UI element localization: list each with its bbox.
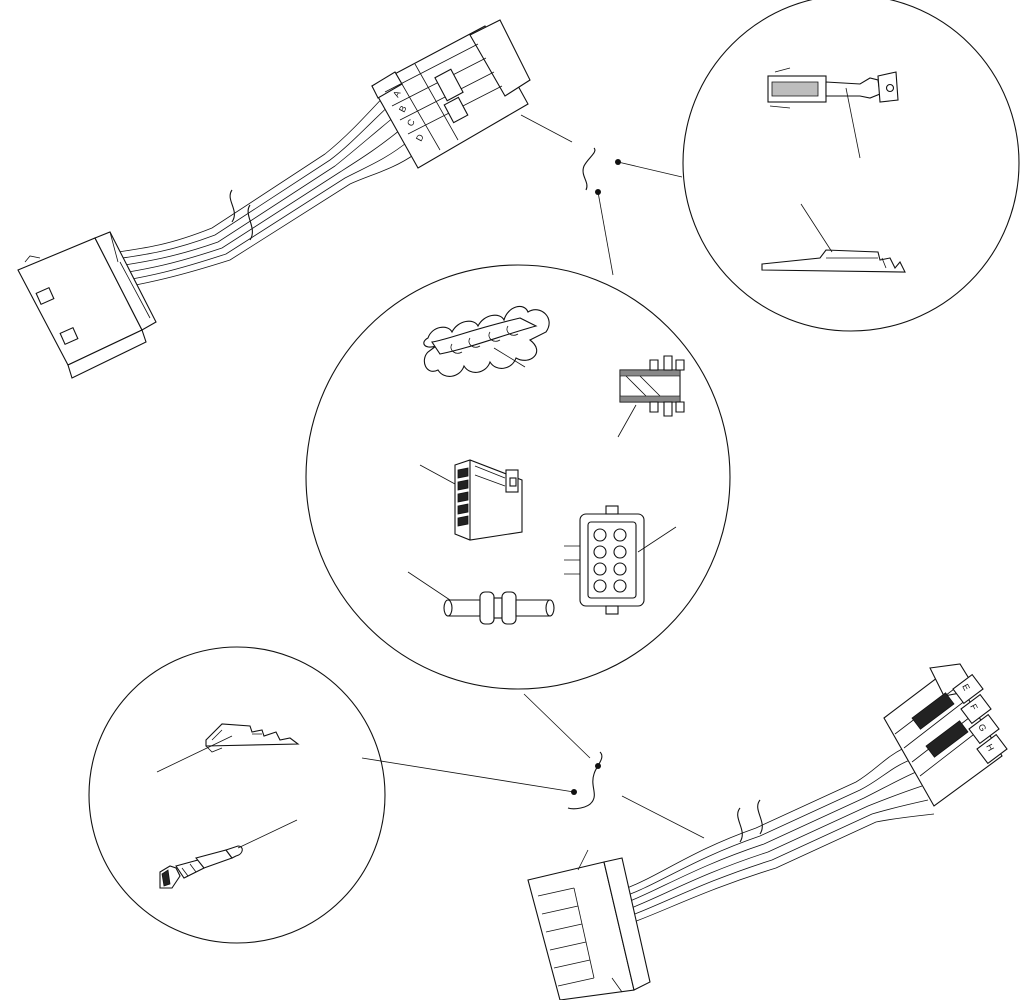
pin-terminal-icon	[160, 846, 242, 888]
lower-harness-left-connector	[528, 850, 650, 1000]
terminal-detail-circle-top	[683, 0, 1019, 331]
upper-wire-break-mark	[230, 190, 252, 240]
upper-harness-left-connector	[18, 232, 156, 378]
flat-terminal-icon	[762, 250, 905, 272]
male-flat-terminal-icon	[206, 724, 298, 752]
callout-leaders	[362, 115, 704, 838]
upper-harness-wires	[84, 92, 415, 294]
lower-harness-wires	[612, 748, 934, 930]
lower-harness-right-connector: E F G H	[884, 664, 1007, 806]
six-way-connector-icon	[455, 460, 522, 540]
comb-retainer-icon	[424, 306, 549, 376]
upper-harness-assembly: A B C D	[18, 20, 530, 378]
terminal-detail-circle-bottom	[89, 647, 385, 943]
lower-wire-break-mark	[738, 800, 763, 842]
upper-harness-right-connector: A B C D	[372, 20, 530, 168]
components-detail-circle	[306, 265, 730, 689]
eight-way-connector-icon	[564, 506, 644, 614]
lower-harness-assembly: E F G H	[528, 664, 1007, 1000]
single-wire-seal-icon	[444, 592, 554, 624]
cable-seal-section-icon	[620, 356, 684, 416]
female-terminal-icon	[768, 68, 898, 108]
